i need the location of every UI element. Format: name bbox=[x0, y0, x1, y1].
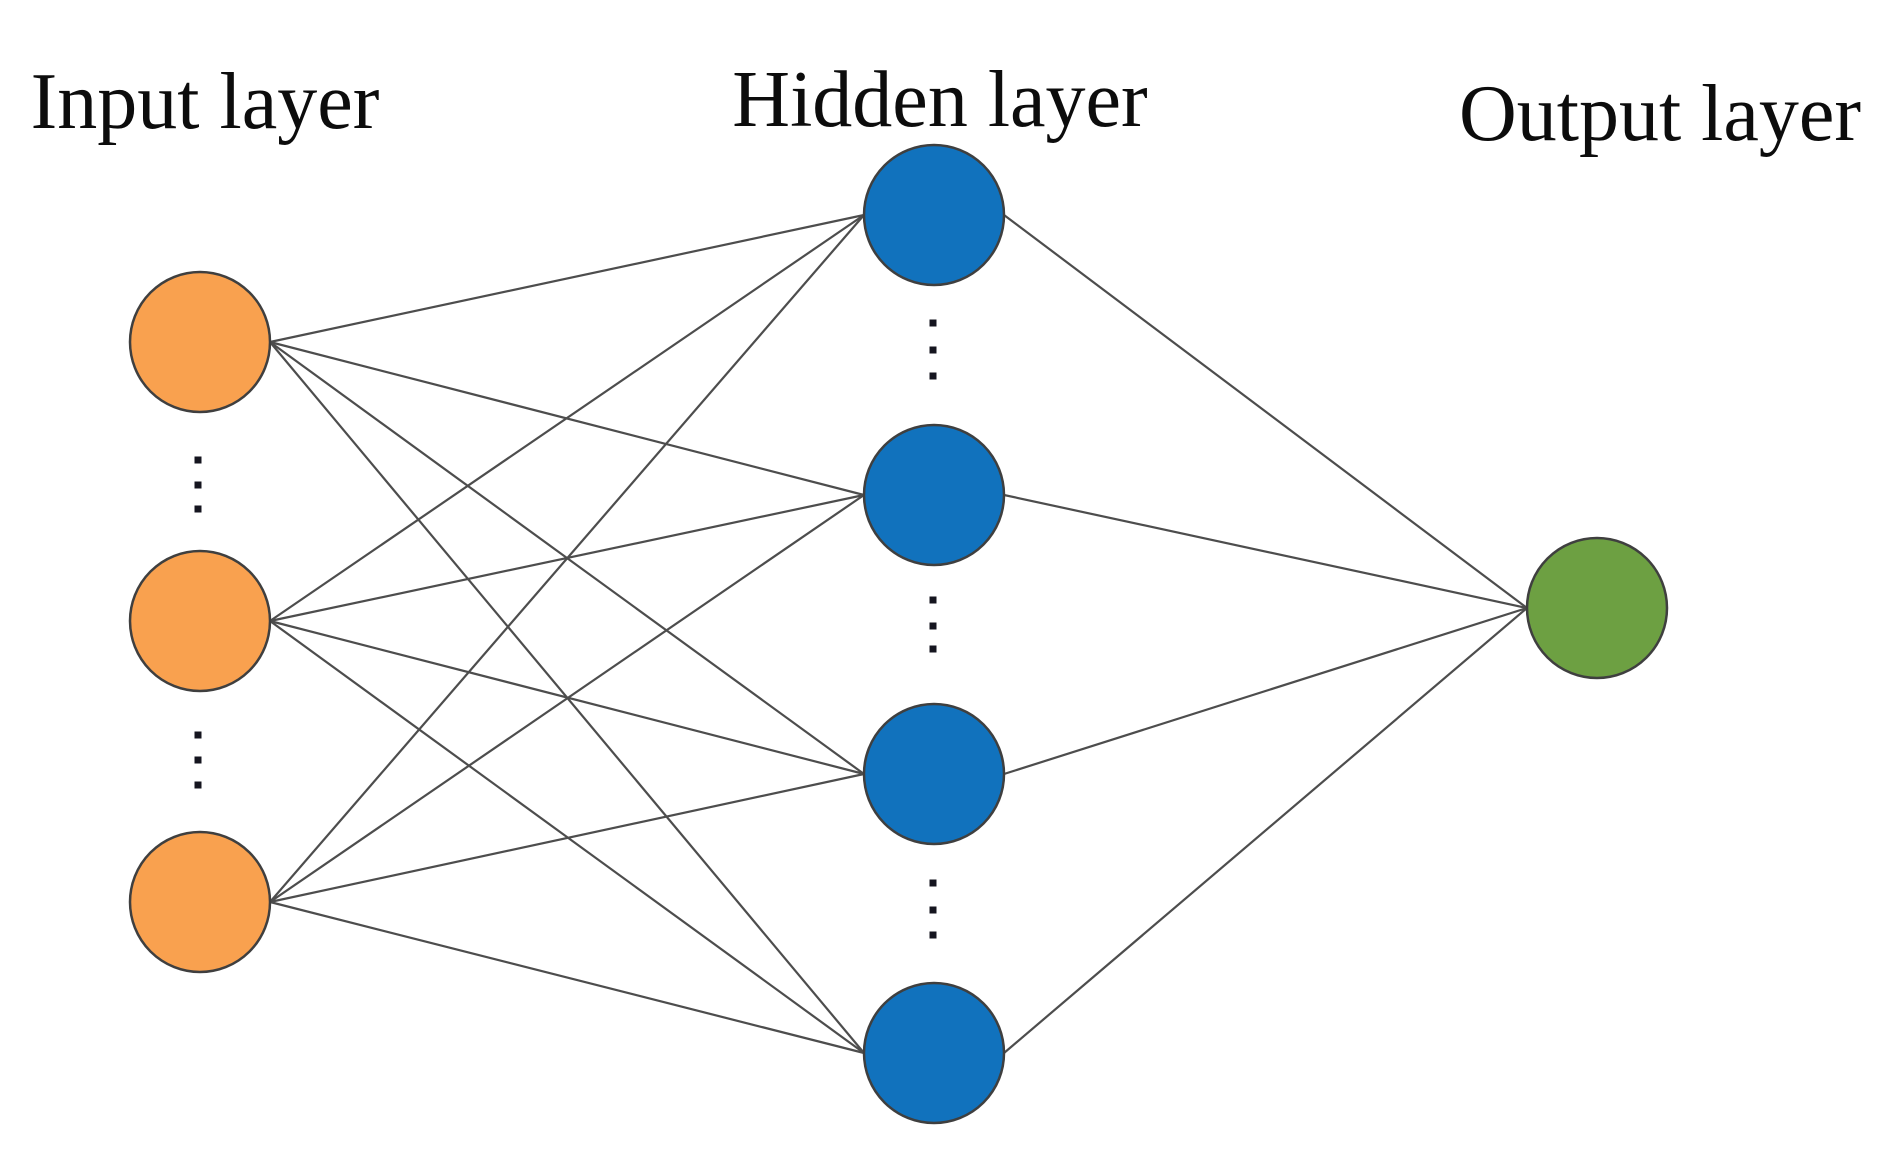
hidden-node-2 bbox=[862, 423, 1006, 567]
edge-input-2-hidden-3 bbox=[269, 900, 865, 1055]
edge-input-2-hidden-0 bbox=[269, 214, 865, 903]
edge-hidden-0-output-0 bbox=[1003, 214, 1528, 609]
edge-hidden-1-output-0 bbox=[1003, 493, 1528, 610]
ellipsis-dot-hidden-3-4 bbox=[929, 931, 937, 939]
ellipsis-dot-input-1-2 bbox=[194, 481, 202, 489]
ellipsis-dot-hidden-1-2 bbox=[929, 372, 937, 380]
edge-input-2-hidden-2 bbox=[269, 772, 865, 904]
hidden-node-1 bbox=[862, 143, 1006, 287]
ellipsis-dot-hidden-3-4 bbox=[929, 906, 937, 914]
hidden-node-4 bbox=[862, 981, 1006, 1125]
edge-hidden-2-output-0 bbox=[1003, 606, 1528, 776]
ellipsis-dot-hidden-2-3 bbox=[929, 622, 937, 630]
ellipsis-dot-input-2-3 bbox=[194, 781, 202, 789]
edge-input-1-hidden-0 bbox=[269, 214, 865, 622]
input-node-1 bbox=[128, 270, 272, 414]
hidden-layer-label: Hidden layer bbox=[732, 56, 1148, 144]
output-layer-label: Output layer bbox=[1458, 70, 1862, 158]
input-layer-label: Input layer bbox=[30, 58, 380, 146]
edge-input-0-hidden-0 bbox=[269, 213, 865, 344]
ellipsis-dot-input-1-2 bbox=[194, 456, 202, 464]
input-node-2 bbox=[128, 549, 272, 693]
ellipsis-dot-input-2-3 bbox=[194, 731, 202, 739]
input-node-3 bbox=[128, 830, 272, 974]
ellipsis-dot-input-1-2 bbox=[194, 505, 202, 513]
ellipsis-dot-hidden-2-3 bbox=[929, 645, 937, 653]
ellipsis-dot-input-2-3 bbox=[194, 756, 202, 764]
edge-hidden-3-output-0 bbox=[1003, 607, 1528, 1054]
hidden-node-3 bbox=[862, 702, 1006, 846]
edge-input-2-hidden-1 bbox=[269, 494, 865, 903]
ellipsis-dot-hidden-1-2 bbox=[929, 319, 937, 327]
output-node-1 bbox=[1525, 536, 1669, 680]
ellipsis-dot-hidden-3-4 bbox=[929, 879, 937, 887]
ellipsis-dot-hidden-2-3 bbox=[929, 596, 937, 604]
ellipsis-dot-hidden-1-2 bbox=[929, 346, 937, 354]
